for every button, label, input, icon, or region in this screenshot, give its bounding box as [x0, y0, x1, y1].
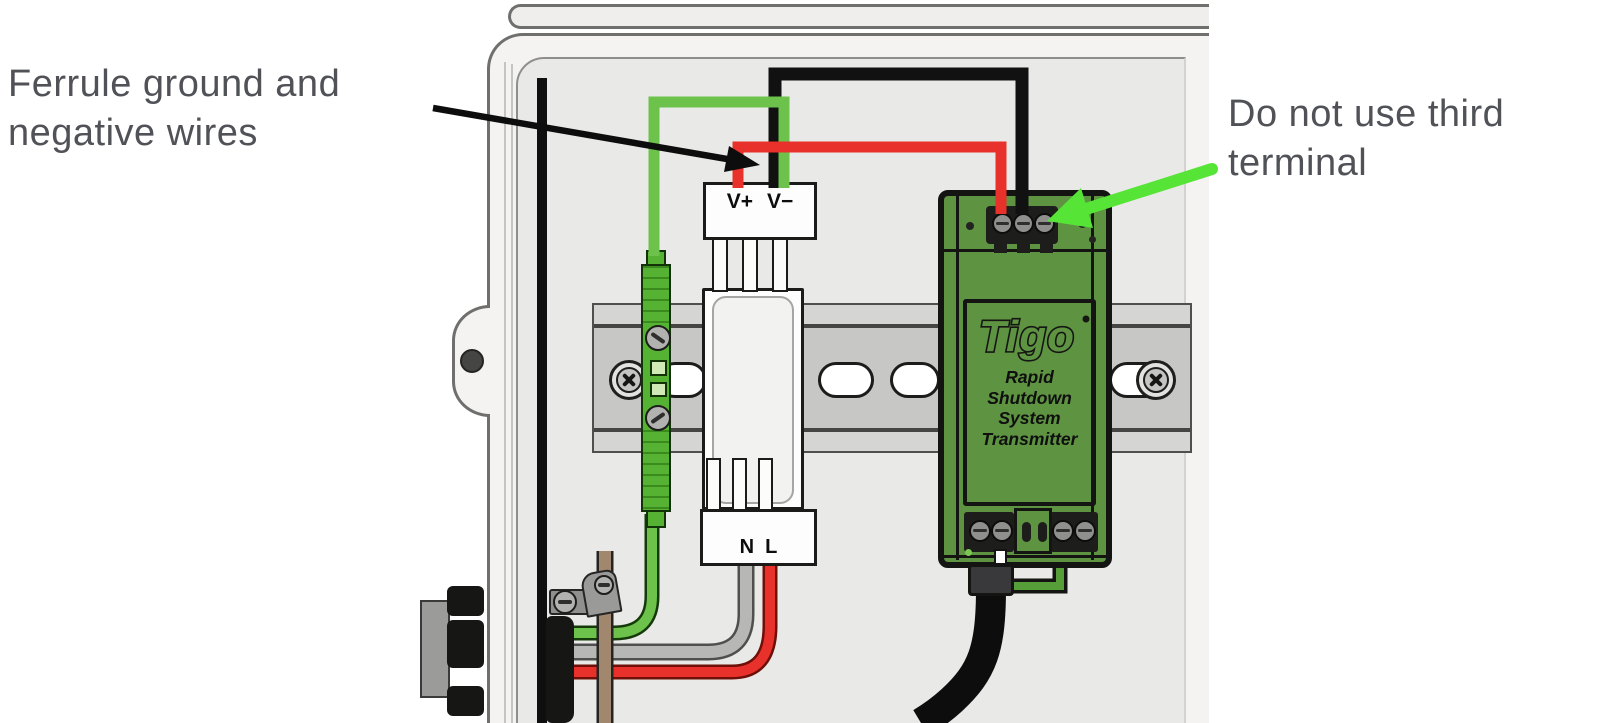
psu-fin	[758, 458, 773, 512]
cable-gland-flange	[447, 586, 484, 616]
tigo-logo: Tigo	[979, 312, 1075, 361]
tigo-oval-hole	[1038, 522, 1047, 542]
cable-clamp-screw	[594, 575, 614, 595]
psu-face	[712, 296, 794, 504]
tigo-label-line: System	[998, 408, 1061, 428]
tigo-bottom-screw	[1074, 520, 1096, 542]
cable-clamp-screw	[553, 590, 577, 614]
tigo-case-hole	[966, 222, 974, 230]
psu-fin	[772, 238, 788, 292]
tigo-label-line: Shutdown	[987, 387, 1072, 408]
cable-gland-flange	[447, 620, 484, 668]
tigo-terminal-tab	[994, 244, 1007, 253]
tigo-bottom-screw	[991, 520, 1013, 542]
tigo-label-line: Transmitter	[981, 428, 1078, 449]
cable-gland-body	[546, 616, 574, 723]
psu-n-label: N	[739, 536, 755, 558]
din-rail-screw-core	[616, 367, 642, 393]
tigo-label-plate: Tigo Rapid Shutdown System Transmitter	[963, 299, 1096, 506]
enclosure-door-edge	[537, 78, 547, 723]
tigo-bottom-screw	[1052, 520, 1074, 542]
tigo-logo-svg: Tigo	[977, 310, 1090, 363]
ground-terminal-bottom-stub	[646, 510, 666, 528]
annotation-third-terminal-note: Do not use third terminal	[1228, 90, 1504, 188]
psu-fin	[712, 238, 728, 292]
din-rail-screw	[1136, 360, 1176, 400]
tigo-terminal-tab	[1040, 244, 1053, 253]
din-rail-edge-line	[594, 324, 1190, 328]
psu-fin	[732, 458, 747, 512]
din-rail-slot	[818, 362, 874, 398]
psu-l-label: L	[765, 536, 778, 558]
ground-terminal-screw	[645, 325, 671, 351]
enclosure-wall-line	[511, 64, 513, 723]
psu-top-terminal-box: V+ V−	[703, 182, 817, 240]
annotation-ferrule-note-line2: negative wires	[8, 112, 258, 154]
tigo-led-dot	[965, 549, 972, 556]
psu-vminus-label: V−	[767, 190, 794, 213]
tigo-label-line: Rapid	[1005, 367, 1054, 387]
cable-gland-nut	[420, 600, 450, 698]
ground-terminal-window	[650, 360, 667, 376]
annotation-third-terminal-note-line2: terminal	[1228, 142, 1368, 184]
din-rail-screw-core	[1143, 367, 1169, 393]
ground-terminal-block	[641, 264, 671, 512]
tigo-terminal-tab	[1017, 244, 1030, 253]
ground-terminal-screw	[645, 405, 671, 431]
tigo-terminal-screw-3	[1034, 213, 1055, 234]
tigo-terminal-screw-2	[1013, 213, 1034, 234]
tigo-oval-hole	[1022, 522, 1031, 542]
tigo-bezel-line	[956, 196, 959, 560]
cable-gland-flange	[447, 686, 484, 716]
din-rail-edge-line	[594, 428, 1190, 432]
tigo-bottom-seam	[944, 555, 1106, 558]
annotation-third-terminal-note-line1: Do not use third	[1228, 93, 1505, 135]
din-rail-slot	[890, 362, 940, 398]
psu-fin	[706, 458, 721, 512]
tigo-registered-dot	[1082, 315, 1090, 323]
tigo-white-tab	[994, 549, 1007, 565]
tigo-terminal-screw-1	[992, 213, 1013, 234]
psu-vplus-label: V+	[726, 190, 753, 213]
ground-terminal-ribs-top	[643, 266, 669, 324]
enclosure-mounting-hole	[460, 349, 484, 373]
annotation-ferrule-note: Ferrule ground and negative wires	[8, 60, 340, 158]
ground-terminal-ribs-bottom	[643, 430, 669, 510]
tigo-bottom-screw	[969, 520, 991, 542]
tigo-bottom-green-tab	[1014, 508, 1052, 554]
enclosure-wall-line	[504, 62, 506, 723]
psu-fin	[742, 238, 758, 292]
enclosure-lid-band	[508, 4, 1209, 29]
tigo-cable-connector	[968, 564, 1014, 596]
annotation-ferrule-note-line1: Ferrule ground and	[8, 63, 341, 105]
tigo-case-hole	[1089, 236, 1096, 243]
ground-terminal-window	[650, 382, 667, 397]
tigo-case-hole	[1078, 219, 1087, 228]
psu-bottom-terminal-box: N L	[700, 509, 817, 566]
